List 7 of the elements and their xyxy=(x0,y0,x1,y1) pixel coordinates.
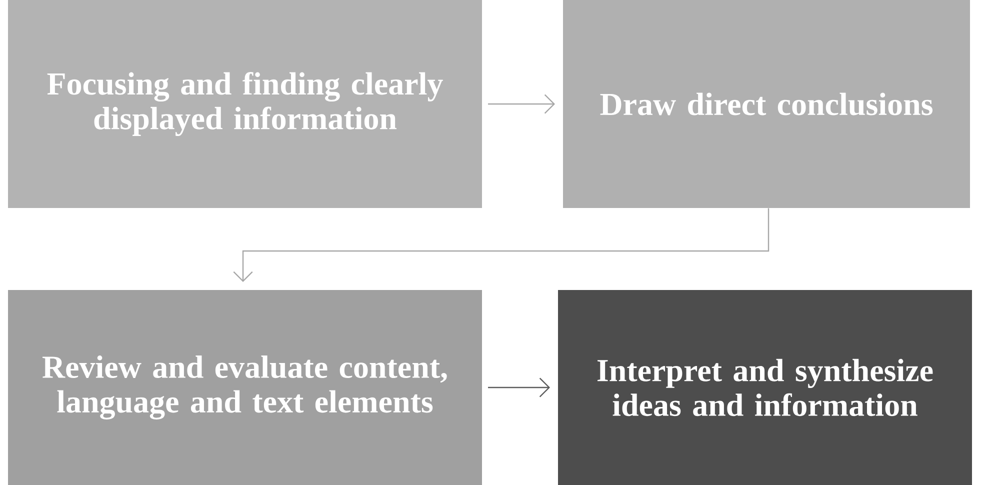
arrow xyxy=(233,208,770,282)
arrow xyxy=(488,94,555,114)
arrow xyxy=(488,378,550,398)
process-box: Review and evaluate content, language and text elements xyxy=(8,290,482,485)
process-box: Interpret and synthesize ideas and information xyxy=(558,290,972,485)
process-box: Draw direct conclusions xyxy=(563,0,970,208)
process-box: Focusing and finding clearly displayed information xyxy=(8,0,482,208)
